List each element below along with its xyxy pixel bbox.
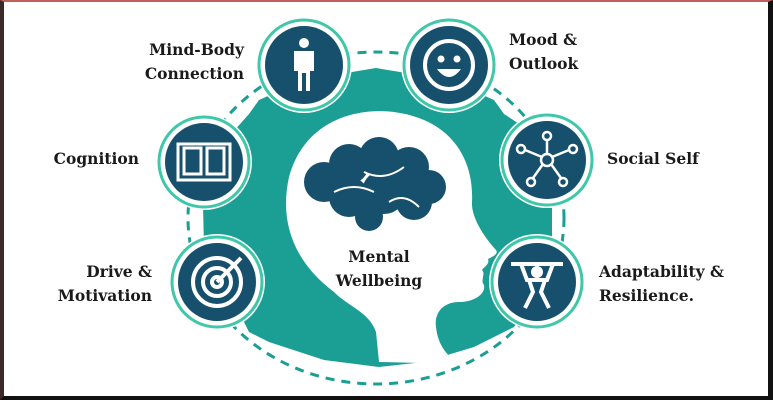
label-line1: Social Self	[607, 149, 699, 168]
diagram-graphic	[156, 17, 595, 386]
label-line1: Mind-Body	[149, 40, 244, 59]
smiley-icon	[423, 39, 475, 91]
item-circle-2	[156, 114, 252, 210]
item-circle-1	[401, 17, 497, 113]
item-circle-4	[169, 234, 265, 330]
item-label-1: Mood & Outlook	[509, 28, 659, 76]
label-line2: Motivation	[57, 286, 152, 305]
label-line1: Cognition	[53, 149, 139, 168]
brain-icon	[304, 137, 446, 231]
person-icon	[294, 38, 314, 91]
item-circle-3	[499, 112, 595, 208]
item-label-4: Drive & Motivation	[24, 260, 152, 308]
dashed-orbit	[186, 50, 566, 386]
center-line1: Mental	[348, 247, 410, 266]
target-icon	[191, 256, 243, 308]
label-line2: Outlook	[509, 54, 579, 73]
item-label-2: Cognition	[14, 147, 139, 171]
network-icon	[515, 130, 579, 188]
label-line1: Adaptability &	[599, 262, 725, 281]
book-icon	[176, 142, 232, 182]
center-line2: Wellbeing	[335, 271, 423, 290]
center-title: Mental Wellbeing	[304, 245, 454, 293]
label-line1: Drive &	[86, 262, 152, 281]
item-circle-0	[256, 17, 352, 113]
item-circle-5	[489, 234, 585, 330]
label-line2: Connection	[144, 64, 244, 83]
weightlifter-icon	[511, 262, 563, 309]
icon-circles	[156, 17, 595, 330]
item-label-3: Social Self	[607, 147, 757, 171]
item-label-5: Adaptability & Resilience.	[599, 260, 768, 308]
label-line1: Mood &	[509, 30, 578, 49]
label-line2: Resilience.	[599, 286, 694, 305]
